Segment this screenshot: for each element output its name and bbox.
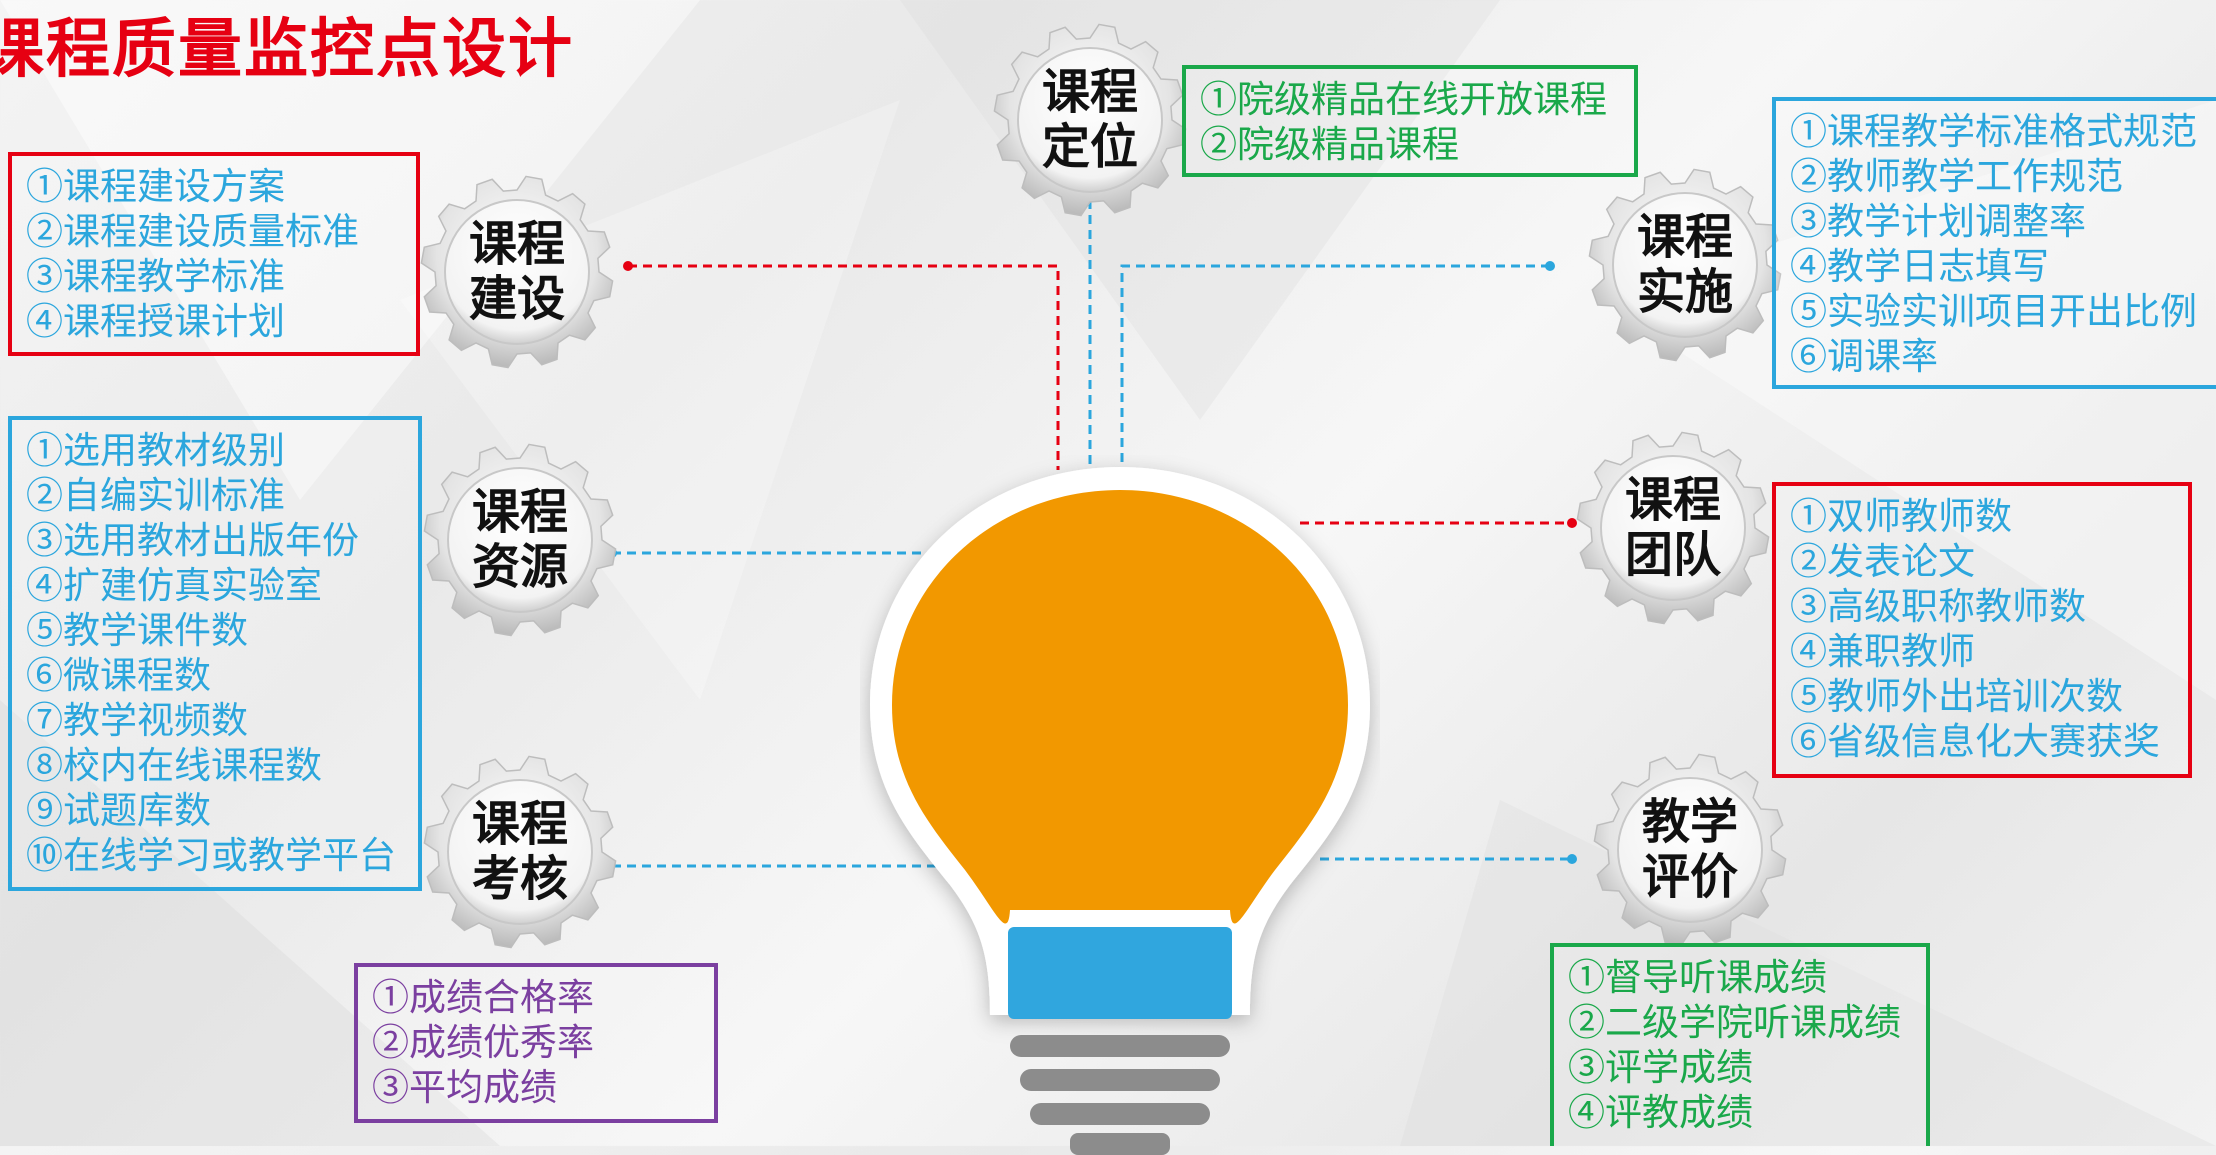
list-item: ①课程教学标准格式规范 bbox=[1790, 110, 2197, 153]
gear-icon bbox=[993, 23, 1187, 217]
list-item: ③教学计划调整率 bbox=[1790, 200, 2086, 243]
node-label-line2: 资源 bbox=[471, 539, 568, 595]
node-label-line2: 评价 bbox=[1641, 849, 1738, 905]
connector-shishi bbox=[1120, 264, 1550, 470]
list-item: ⑥微课程数 bbox=[26, 654, 211, 697]
list-item: ④教学日志填写 bbox=[1790, 245, 2049, 288]
list-item: ②二级学院听课成绩 bbox=[1568, 1001, 1901, 1044]
list-item: ⑩在线学习或教学平台 bbox=[26, 834, 396, 877]
node-label-line2: 定位 bbox=[1041, 119, 1138, 175]
box-pingjia: ①督导听课成绩 ②二级学院听课成绩 ③评学成绩 ④评教成绩 bbox=[1550, 943, 1930, 1146]
gear-node-dingwei: 课程定位 bbox=[990, 20, 1190, 220]
node-label-line2: 实施 bbox=[1636, 264, 1733, 320]
node-label-line1: 课程 bbox=[471, 796, 568, 852]
node-label-line1: 课程 bbox=[1041, 64, 1138, 120]
list-item: ③高级职称教师数 bbox=[1790, 585, 2086, 628]
list-item: ⑨试题库数 bbox=[26, 789, 211, 832]
node-label-line1: 教学 bbox=[1641, 794, 1738, 850]
list-item: ①督导听课成绩 bbox=[1568, 956, 1827, 999]
box-shishi: ①课程教学标准格式规范 ②教师教学工作规范 ③教学计划调整率 ④教学日志填写 ⑤… bbox=[1772, 97, 2216, 389]
list-item: ①院级精品在线开放课程 bbox=[1200, 78, 1607, 121]
box-tuandui: ①双师教师数 ②发表论文 ③高级职称教师数 ④兼职教师 ⑤教师外出培训次数 ⑥省… bbox=[1772, 482, 2192, 778]
gear-node-kaohe: 课程考核 bbox=[420, 752, 620, 952]
list-item: ②教师教学工作规范 bbox=[1790, 155, 2123, 198]
list-item: ⑤实验实训项目开出比例 bbox=[1790, 290, 2197, 333]
list-item: ④扩建仿真实验室 bbox=[26, 564, 322, 607]
list-item: ②发表论文 bbox=[1790, 540, 1975, 583]
gear-icon bbox=[423, 443, 617, 637]
box-dingwei: ①院级精品在线开放课程 ②院级精品课程 bbox=[1182, 65, 1638, 177]
list-item: ②成绩优秀率 bbox=[372, 1021, 594, 1064]
gear-icon bbox=[1593, 753, 1787, 947]
list-item: ④兼职教师 bbox=[1790, 630, 1975, 673]
connector-jianshe bbox=[628, 264, 1060, 470]
gear-icon bbox=[1576, 431, 1770, 625]
node-label-line2: 建设 bbox=[468, 271, 565, 327]
list-item: ⑤教师外出培训次数 bbox=[1790, 675, 2123, 718]
list-item: ①成绩合格率 bbox=[372, 976, 594, 1019]
list-item: ④评教成绩 bbox=[1568, 1091, 1753, 1134]
list-item: ⑤教学课件数 bbox=[26, 609, 248, 652]
list-item: ①选用教材级别 bbox=[26, 429, 285, 472]
light-bulb-icon bbox=[870, 467, 1370, 1155]
gear-node-shishi: 课程实施 bbox=[1585, 165, 1785, 365]
list-item: ④课程授课计划 bbox=[26, 300, 285, 343]
node-label-line1: 课程 bbox=[1624, 472, 1721, 528]
list-item: ②自编实训标准 bbox=[26, 474, 285, 517]
node-label-line1: 课程 bbox=[1636, 209, 1733, 265]
gear-icon bbox=[1588, 168, 1782, 362]
box-ziyuan: ①选用教材级别 ②自编实训标准 ③选用教材出版年份 ④扩建仿真实验室 ⑤教学课件… bbox=[8, 416, 422, 891]
list-item: ②课程建设质量标准 bbox=[26, 210, 359, 253]
node-label-line1: 课程 bbox=[468, 216, 565, 272]
node-label-line1: 课程 bbox=[471, 484, 568, 540]
list-item: ⑧校内在线课程数 bbox=[26, 744, 322, 787]
box-kaohe: ①成绩合格率 ②成绩优秀率 ③平均成绩 bbox=[354, 963, 718, 1123]
node-label-line2: 团队 bbox=[1624, 527, 1721, 583]
list-item: ③课程教学标准 bbox=[26, 255, 285, 298]
gear-node-jianshe: 课程建设 bbox=[417, 172, 617, 372]
list-item: ③评学成绩 bbox=[1568, 1046, 1753, 1089]
list-item: ②院级精品课程 bbox=[1200, 123, 1459, 166]
gear-icon bbox=[420, 175, 614, 369]
box-jianshe: ①课程建设方案 ②课程建设质量标准 ③课程教学标准 ④课程授课计划 bbox=[8, 152, 420, 356]
gear-node-pingjia: 教学评价 bbox=[1590, 750, 1790, 950]
gear-icon bbox=[423, 755, 617, 949]
list-item: ⑥调课率 bbox=[1790, 335, 1938, 378]
list-item: ①双师教师数 bbox=[1790, 495, 2012, 538]
list-item: ③平均成绩 bbox=[372, 1066, 557, 1109]
list-item: ①课程建设方案 bbox=[26, 165, 285, 208]
gear-node-ziyuan: 课程资源 bbox=[420, 440, 620, 640]
node-label-line2: 考核 bbox=[471, 851, 568, 907]
list-item: ⑦教学视频数 bbox=[26, 699, 248, 742]
gear-node-tuandui: 课程团队 bbox=[1573, 428, 1773, 628]
page-title: 课程质量监控点设计 bbox=[0, 13, 574, 87]
list-item: ⑥省级信息化大赛获奖 bbox=[1790, 720, 2160, 763]
list-item: ③选用教材出版年份 bbox=[26, 519, 359, 562]
